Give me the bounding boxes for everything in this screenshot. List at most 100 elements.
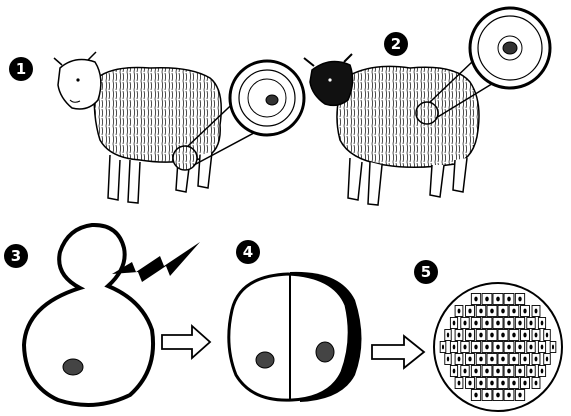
nucleus-icon xyxy=(468,357,471,362)
black-faced-sheep-icon xyxy=(304,54,479,205)
nucleus-icon xyxy=(523,309,526,314)
nucleus-icon xyxy=(535,381,538,386)
nucleus-icon xyxy=(512,309,515,314)
nucleus-icon xyxy=(518,297,521,302)
nucleus-icon xyxy=(501,357,505,362)
step-3: 3 xyxy=(4,225,210,405)
nucleus-icon xyxy=(501,333,505,338)
nucleus-icon xyxy=(485,369,489,374)
nucleus-icon xyxy=(518,393,521,398)
nucleus-icon xyxy=(496,321,500,326)
nucleus-icon xyxy=(447,333,449,338)
step-3-number: 3 xyxy=(11,247,21,265)
nucleus-icon xyxy=(442,345,444,350)
nucleus-icon xyxy=(496,345,500,350)
fusing-cells xyxy=(24,225,153,405)
nucleus-icon xyxy=(463,345,466,350)
nucleus-icon xyxy=(490,333,494,338)
nucleus-icon xyxy=(458,309,461,314)
udder-cell-marker xyxy=(173,146,197,170)
nucleus-icon xyxy=(490,309,494,314)
nucleus-icon xyxy=(523,333,526,338)
nucleus-icon xyxy=(512,333,515,338)
nucleus-icon xyxy=(529,321,532,326)
nucleus-icon xyxy=(490,381,494,386)
nucleus-icon xyxy=(518,345,521,350)
nucleus-icon xyxy=(256,352,274,368)
nucleus-icon xyxy=(479,381,482,386)
nucleus-icon xyxy=(468,333,471,338)
nucleus-icon xyxy=(453,345,456,350)
step-4: 4 xyxy=(229,240,424,402)
nucleus-icon xyxy=(496,297,500,302)
nucleus-icon xyxy=(474,393,477,398)
multicell-embryo xyxy=(434,283,562,411)
nucleus-icon xyxy=(507,345,511,350)
nucleus-icon xyxy=(523,357,526,362)
nucleus-icon xyxy=(529,369,532,374)
cell-grid xyxy=(440,294,556,401)
step-2: 2 xyxy=(304,8,550,205)
nucleus-icon xyxy=(512,381,515,386)
nucleus-icon xyxy=(485,393,489,398)
step-5-number: 5 xyxy=(421,263,431,281)
nucleus-icon xyxy=(474,345,477,350)
egg-cell-marker xyxy=(416,102,438,124)
nucleus-icon xyxy=(546,333,548,338)
nucleus-icon xyxy=(496,369,500,374)
nucleus-icon xyxy=(546,357,548,362)
nucleus-icon xyxy=(463,321,466,326)
nucleus-icon xyxy=(501,381,505,386)
magnified-body-cell xyxy=(230,61,304,135)
nucleus-icon xyxy=(507,297,511,302)
nucleus-icon xyxy=(463,369,466,374)
nucleus-icon xyxy=(468,309,471,314)
step-5: 5 xyxy=(414,260,562,411)
nucleus-icon xyxy=(512,357,515,362)
nucleus-icon xyxy=(485,321,489,326)
nucleus-icon xyxy=(541,321,544,326)
step-1: 1 xyxy=(9,52,304,203)
nucleus-icon xyxy=(496,393,500,398)
nucleus-icon xyxy=(485,297,489,302)
arrow-right-icon xyxy=(372,336,424,368)
nucleus-icon xyxy=(474,321,477,326)
nucleus-icon xyxy=(63,359,83,375)
nucleus-icon xyxy=(458,333,461,338)
nucleus-icon xyxy=(474,297,477,302)
two-cell-embryo xyxy=(229,272,362,402)
magnified-egg-cell xyxy=(470,8,550,88)
nucleus-icon xyxy=(474,369,477,374)
nucleus-icon xyxy=(541,369,544,374)
nucleus-icon xyxy=(453,321,456,326)
nucleus-icon xyxy=(468,381,471,386)
step-1-number: 1 xyxy=(16,60,26,78)
nucleus-icon xyxy=(479,309,482,314)
nucleus-icon xyxy=(541,345,544,350)
nucleus-icon xyxy=(529,345,532,350)
step-4-number: 4 xyxy=(243,243,253,261)
nucleus-icon xyxy=(507,393,511,398)
nucleus-icon xyxy=(507,321,511,326)
nucleus-icon xyxy=(490,357,494,362)
nucleus-icon xyxy=(501,309,505,314)
nucleus-icon xyxy=(447,357,449,362)
step-2-number: 2 xyxy=(391,35,401,53)
white-faced-sheep-icon xyxy=(54,52,221,203)
nucleus-icon xyxy=(535,333,538,338)
nucleus-icon xyxy=(316,342,334,362)
nucleus-icon xyxy=(518,369,521,374)
arrow-right-icon xyxy=(162,326,210,358)
nucleus-icon xyxy=(479,333,482,338)
nucleus-icon xyxy=(485,345,489,350)
nucleus-icon xyxy=(503,42,517,54)
nucleus-icon xyxy=(266,95,278,105)
nucleus-icon xyxy=(552,345,554,350)
nucleus-icon xyxy=(518,321,521,326)
nucleus-icon xyxy=(535,309,538,314)
nucleus-icon xyxy=(458,357,461,362)
nucleus-icon xyxy=(479,357,482,362)
nucleus-icon xyxy=(523,381,526,386)
nucleus-icon xyxy=(507,369,511,374)
